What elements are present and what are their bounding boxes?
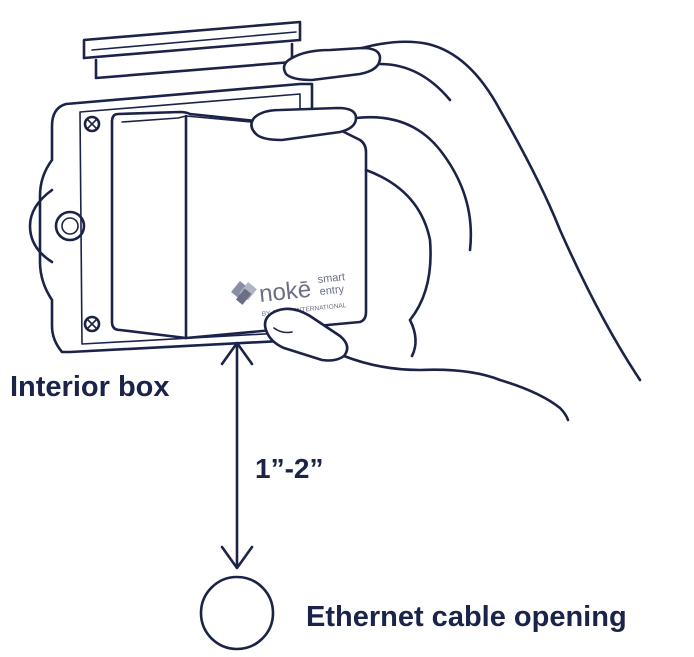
distance-arrow <box>220 341 254 570</box>
brand-tagline-line1: smart <box>317 271 346 286</box>
ethernet-opening-label: Ethernet cable opening <box>306 601 627 633</box>
distance-label: 1”-2” <box>255 453 323 484</box>
brand-name: nokē <box>258 276 313 308</box>
din-rail <box>82 20 302 80</box>
hand-illustration <box>250 40 642 422</box>
screw-top <box>83 115 101 133</box>
logo-mark-icon <box>231 280 257 305</box>
brand-tagline-line2: entry <box>319 283 345 298</box>
interior-box-label: Interior box <box>10 371 170 403</box>
interior-box <box>110 110 368 340</box>
ethernet-opening-circle <box>199 575 275 651</box>
screw-bottom <box>83 315 101 333</box>
